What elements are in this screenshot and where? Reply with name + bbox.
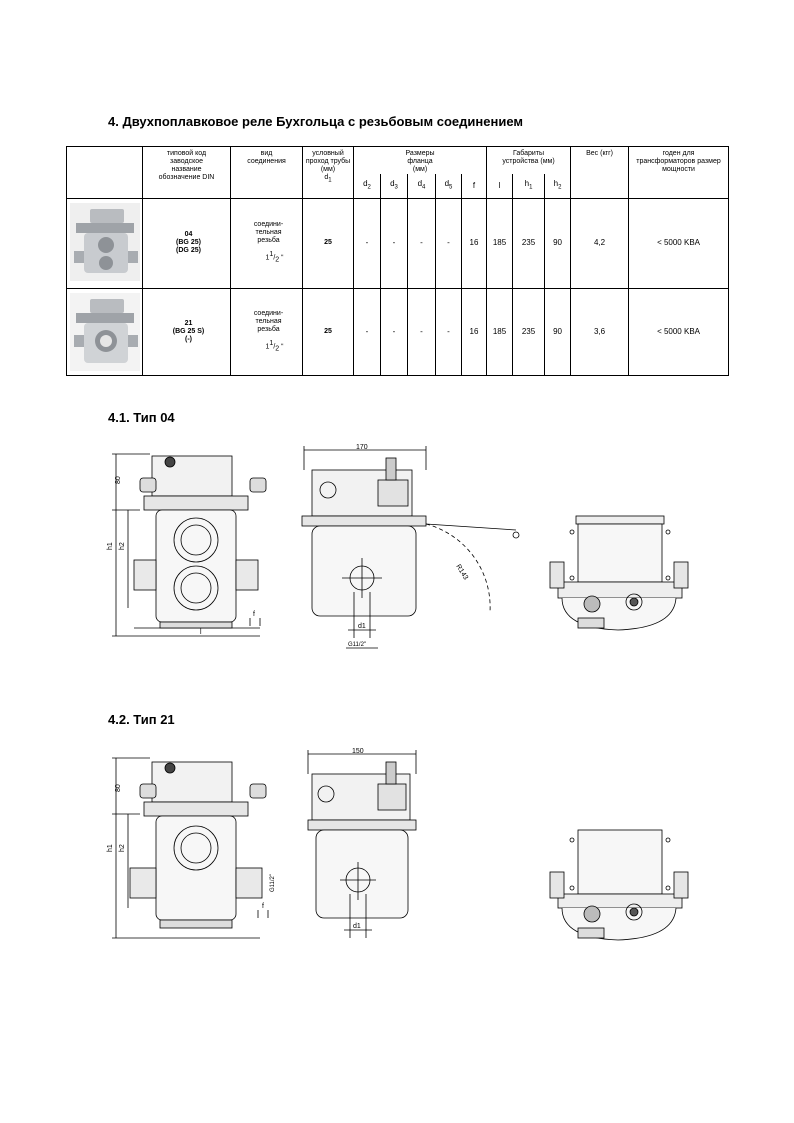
d3-21: - [380,287,408,376]
dim-d1: d1 [358,623,366,630]
relay-photo-icon [69,292,140,371]
dim-f: f [262,903,264,910]
type04-top-drawing [549,515,689,631]
d5-04: - [435,197,462,289]
f-21: 16 [460,287,488,376]
power-21: < 5000 KBA [628,287,730,376]
section-4-1-title: 4.1. Тип 04 [108,410,175,425]
dim-h1: h1 [107,844,114,852]
dim-150: 150 [352,748,364,755]
header-flange: Размеры фланца (мм) [352,146,488,174]
d4-21: - [407,287,436,376]
subheader-l: l [486,174,514,199]
d5-21: - [435,287,462,376]
type21-side-drawing: 150 d1 [307,748,417,938]
spec-table: типовой код заводское название обозначен… [66,146,730,376]
header-suitable: годен для трансформаторов размер мощност… [628,146,730,199]
type21-top-drawing [549,829,689,941]
dim-r143: R143 [454,563,469,581]
header-pipe-sub: 1 [328,177,332,184]
dim-f: f [253,611,255,618]
subheader-h1: h1 [512,174,546,199]
l-21: 185 [486,287,514,376]
dim-80: 80 [115,476,122,484]
weight-04: 4,2 [570,197,630,289]
h1-21: 235 [512,287,546,376]
subheader-d2: d2 [353,174,381,199]
subheader-f: f [460,174,488,199]
header-weight: Вес (кгг) [570,146,630,199]
d2-21: - [353,287,381,376]
section-4-2-title: 4.2. Тип 21 [108,712,175,727]
dim-h2: h2 [119,844,126,852]
type04-front-drawing: 80 h1 h2 l f [107,453,267,637]
header-pipe-label: условный проход трубы (мм) [305,150,351,173]
dim-h1: h1 [107,542,114,550]
section-4-title: 4. Двухпоплавковое реле Бухгольца с резь… [108,114,524,129]
d4-04: - [407,197,436,289]
dim-170: 170 [356,444,368,451]
subheader-h2: h2 [544,174,572,199]
dim-g-thread: G11/2" [270,874,276,892]
f-04: 16 [460,197,488,289]
subheader-d3: d3 [380,174,408,199]
pipe-21: 25 [302,287,354,376]
h2-21: 90 [544,287,572,376]
d2-04: - [353,197,381,289]
subheader-d5: d5 [435,174,462,199]
h2-04: 90 [544,197,572,289]
dim-h2: h2 [119,542,126,550]
header-type-code: типовой код заводское название обозначен… [142,146,231,199]
relay-photo-icon [69,202,140,281]
product-photo-04 [66,197,143,289]
type04-side-drawing: 170 R143 d1 G11/2" [301,444,520,649]
dim-80: 80 [115,784,122,792]
header-pipe: условный проход трубы (мм) d1 [302,146,354,199]
subheader-d4: d4 [407,174,436,199]
type-code-04: 04(BG 25)(DG 25) [142,197,231,289]
power-04: < 5000 KBA [628,197,730,289]
type21-front-drawing: 80 h1 h2 G11/2" f [107,757,276,939]
header-connection: вид соединения [230,146,303,199]
header-photo [66,146,143,199]
header-dims: Габариты устройства (мм) [486,146,572,174]
pipe-04: 25 [302,197,354,289]
subheader-row: d2 d3 d4 d5 f l h1 h2 [67,174,729,199]
type-code-21: 21(BG 25 S)(-) [142,287,231,376]
dim-d1: d1 [353,923,361,930]
dim-l: l [200,629,202,636]
header-pipe-symbol: d [324,174,329,181]
weight-21: 3,6 [570,287,630,376]
h1-04: 235 [512,197,546,289]
dim-g-thread: G11/2" [348,642,366,648]
d3-04: - [380,197,408,289]
product-photo-21 [66,287,143,376]
l-04: 185 [486,197,514,289]
